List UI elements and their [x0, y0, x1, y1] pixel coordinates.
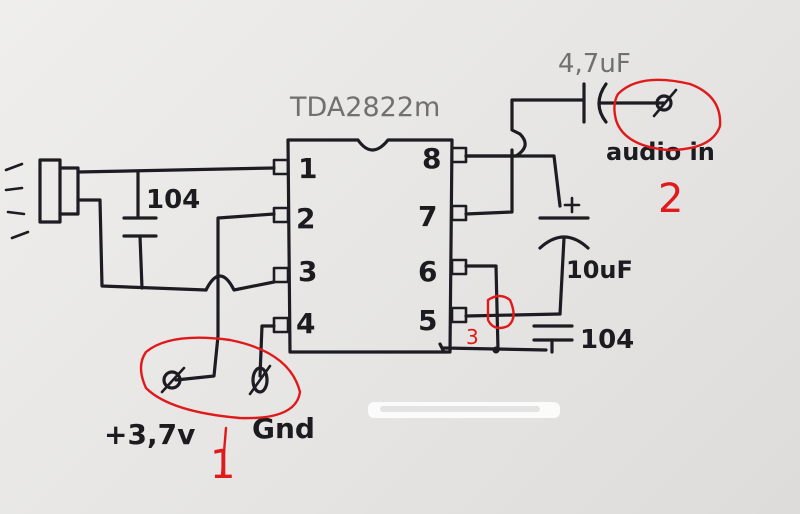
wire-speaker-return: [76, 198, 208, 292]
right-pins: [450, 146, 468, 324]
cap-electrolytic-label: 10uF: [566, 256, 633, 284]
wire-pin2-power: [174, 212, 276, 382]
pin-4-stub: [272, 316, 290, 334]
pin-3-stub: [272, 266, 290, 284]
pin-6-stub: [450, 258, 468, 276]
capacitor-input: [582, 82, 666, 124]
capacitor-electrolytic: [538, 196, 590, 316]
red-annotation-2: [613, 78, 722, 152]
capacitor-104-pin5: [532, 324, 574, 354]
left-pins: [272, 158, 290, 334]
marker-2: 2: [658, 176, 683, 222]
marker-1: 1: [210, 442, 235, 488]
cap-speaker-label: 104: [146, 185, 200, 215]
pin-label-2: 2: [296, 202, 315, 235]
chip-name: TDA2822m: [289, 92, 440, 123]
pin-5-stub: [450, 306, 468, 324]
power-label: +3,7v: [104, 418, 195, 451]
pin-2-stub: [272, 206, 290, 224]
audio-in-terminal-icon: [652, 88, 678, 118]
cap-pin5-label: 104: [580, 325, 634, 355]
pin-8-stub: [450, 146, 468, 164]
pin-label-3: 3: [298, 255, 317, 288]
pin-label-8: 8: [422, 142, 441, 175]
pin-label-7: 7: [418, 200, 437, 233]
wire-pin8-input: [464, 98, 584, 158]
red-annotation-3: [486, 294, 515, 330]
pin-1-stub: [272, 158, 290, 176]
wire-chip-bottom: [438, 342, 446, 354]
red-annotation-1: [139, 336, 302, 478]
speaker-icon: [4, 158, 80, 240]
ground-terminal-icon: [248, 364, 272, 396]
pin-label-5: 5: [418, 304, 437, 337]
marker-3: 3: [466, 325, 479, 349]
cap-input-label: 4,7uF: [558, 49, 631, 79]
wire-pin4-gnd: [258, 324, 276, 378]
audio-in-label: audio in: [606, 138, 715, 166]
blurred-watermark: [368, 402, 560, 418]
capacitor-104-speaker: [122, 170, 158, 290]
wire-pin3: [204, 274, 276, 292]
wire-speaker-pin1: [76, 166, 276, 174]
power-terminal-icon: [160, 366, 186, 394]
wire-pin6: [464, 264, 500, 352]
wire-pin7: [464, 148, 514, 216]
ic-chip: [286, 138, 454, 354]
pin-7-stub: [450, 204, 468, 222]
wire-pin8-cap: [464, 154, 562, 208]
pin-label-6: 6: [418, 255, 437, 288]
pin-label-1: 1: [298, 152, 317, 185]
pin-label-4: 4: [296, 307, 315, 340]
